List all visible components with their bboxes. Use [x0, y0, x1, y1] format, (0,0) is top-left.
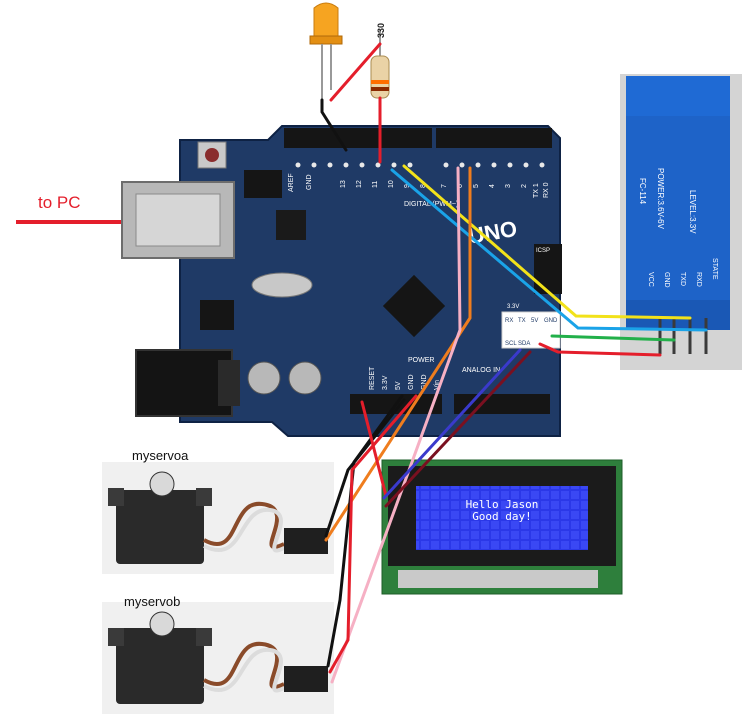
power-pin-reset: RESET: [369, 366, 376, 390]
power-pin-gnd-1: GND: [408, 374, 415, 390]
servo-a-label: myservoa: [132, 448, 189, 463]
lcd-line-1: Hello Jason: [466, 498, 539, 511]
power-pin-vin: Vin: [434, 380, 441, 390]
aux-pin-5v: 5V: [531, 318, 538, 324]
usb-chip: [276, 210, 306, 240]
wire-led-resistor: [329, 42, 382, 102]
resistor: 330: [370, 23, 390, 99]
pin-label-6: 6: [457, 184, 464, 188]
power-pin-3v3: 3.3V: [382, 375, 389, 390]
pin-label-rx: RX 0: [543, 182, 550, 198]
bt-pin-txd: TXD: [679, 272, 686, 286]
capacitor-2: [288, 361, 322, 395]
digital-header-right: [436, 128, 552, 148]
bt-pin-vcc: VCC: [647, 272, 654, 287]
capacitor-1: [247, 361, 281, 395]
wire-lcd-vcc: [360, 400, 388, 498]
wire-servo-b-signal: [330, 166, 462, 684]
bt-pin-state: STATE: [711, 258, 718, 280]
pin-label-11: 11: [372, 181, 379, 188]
pin-label-gnd: GND: [306, 174, 313, 190]
pin-label-7: 7: [441, 184, 448, 188]
aux-label-3v3: 3.3V: [507, 304, 519, 310]
pin-label-aref: AREF: [288, 173, 295, 192]
pin-label-13: 13: [340, 180, 347, 188]
power-pin-5v: 5V: [395, 381, 402, 390]
lcd-module: Hello Jason Good day!: [381, 459, 623, 595]
aux-header-box: [501, 311, 561, 349]
pin-label-8: 8: [420, 184, 427, 188]
bt-model: FC-114: [638, 178, 647, 205]
digital-header-left: [284, 128, 432, 148]
icsp-label: ICSP: [536, 248, 550, 254]
bt-pin-rxd: RXD: [695, 272, 702, 287]
wire-bt-red: [538, 342, 662, 357]
pin-label-5: 5: [473, 184, 480, 188]
bluetooth-module: FC-114 POWER:3.6V-6V LEVEL:3.3V VCC GND …: [620, 74, 742, 370]
pin-label-9: 9: [404, 184, 411, 188]
led: [309, 2, 343, 102]
dc-jack: [135, 349, 233, 417]
regulator-chip: [200, 300, 234, 330]
aux-pin-gnd: GND: [544, 318, 558, 324]
atmega-chip: [382, 274, 446, 338]
wire-servo-b-vcc: [328, 394, 418, 674]
wire-servo-b-gnd: [326, 394, 404, 668]
wires: [320, 42, 708, 684]
arduino-board: AREF GND 13 12 11 10 9 8 7 6 5 4 3 2 TX …: [121, 125, 562, 437]
wire-bt-blue: [390, 168, 708, 332]
resistor-value-label: 330: [376, 23, 386, 38]
wire-lcd-scl: [384, 350, 532, 508]
pin-label-12: 12: [356, 180, 363, 188]
bt-pin-gnd: GND: [663, 272, 670, 288]
servo-b-label: myservob: [124, 594, 180, 609]
pin-label-2: 2: [521, 184, 528, 188]
icsp-header: [534, 244, 562, 294]
wire-servo-a-signal: [324, 166, 472, 542]
aux-pin-scl: SCL: [505, 341, 517, 347]
power-pin-gnd-2: GND: [421, 374, 428, 390]
aux-pin-rx: RX: [505, 318, 513, 324]
pin-label-10: 10: [388, 180, 395, 188]
wire-led-gnd: [320, 98, 348, 152]
lcd-line-2: Good day!: [472, 510, 532, 523]
wire-bt-yellow: [402, 164, 692, 320]
servo-a: myservoa: [102, 448, 334, 574]
pin-label-3: 3: [505, 184, 512, 188]
pin-label-tx: TX 1: [533, 183, 540, 198]
crystal: [251, 272, 313, 298]
lcd-screen: [416, 486, 588, 550]
aux-pin-tx: TX: [518, 318, 526, 324]
wire-bt-green: [550, 334, 676, 342]
bt-level-text: LEVEL:3.3V: [688, 190, 697, 234]
bt-power-text: POWER:3.6V-6V: [656, 168, 665, 230]
power-label: POWER: [408, 357, 434, 364]
aux-pin-sda: SDA: [518, 341, 530, 347]
analog-label: ANALOG IN: [462, 367, 500, 374]
pin-label-4: 4: [489, 184, 496, 188]
wire-lcd-sda: [382, 348, 522, 500]
reset-button-cap: [205, 148, 219, 162]
wire-servo-a-gnd: [324, 398, 406, 538]
to-pc-label: to PC: [38, 193, 81, 212]
servo-b: myservob: [102, 594, 334, 714]
icsp-header-usb: [244, 170, 282, 198]
